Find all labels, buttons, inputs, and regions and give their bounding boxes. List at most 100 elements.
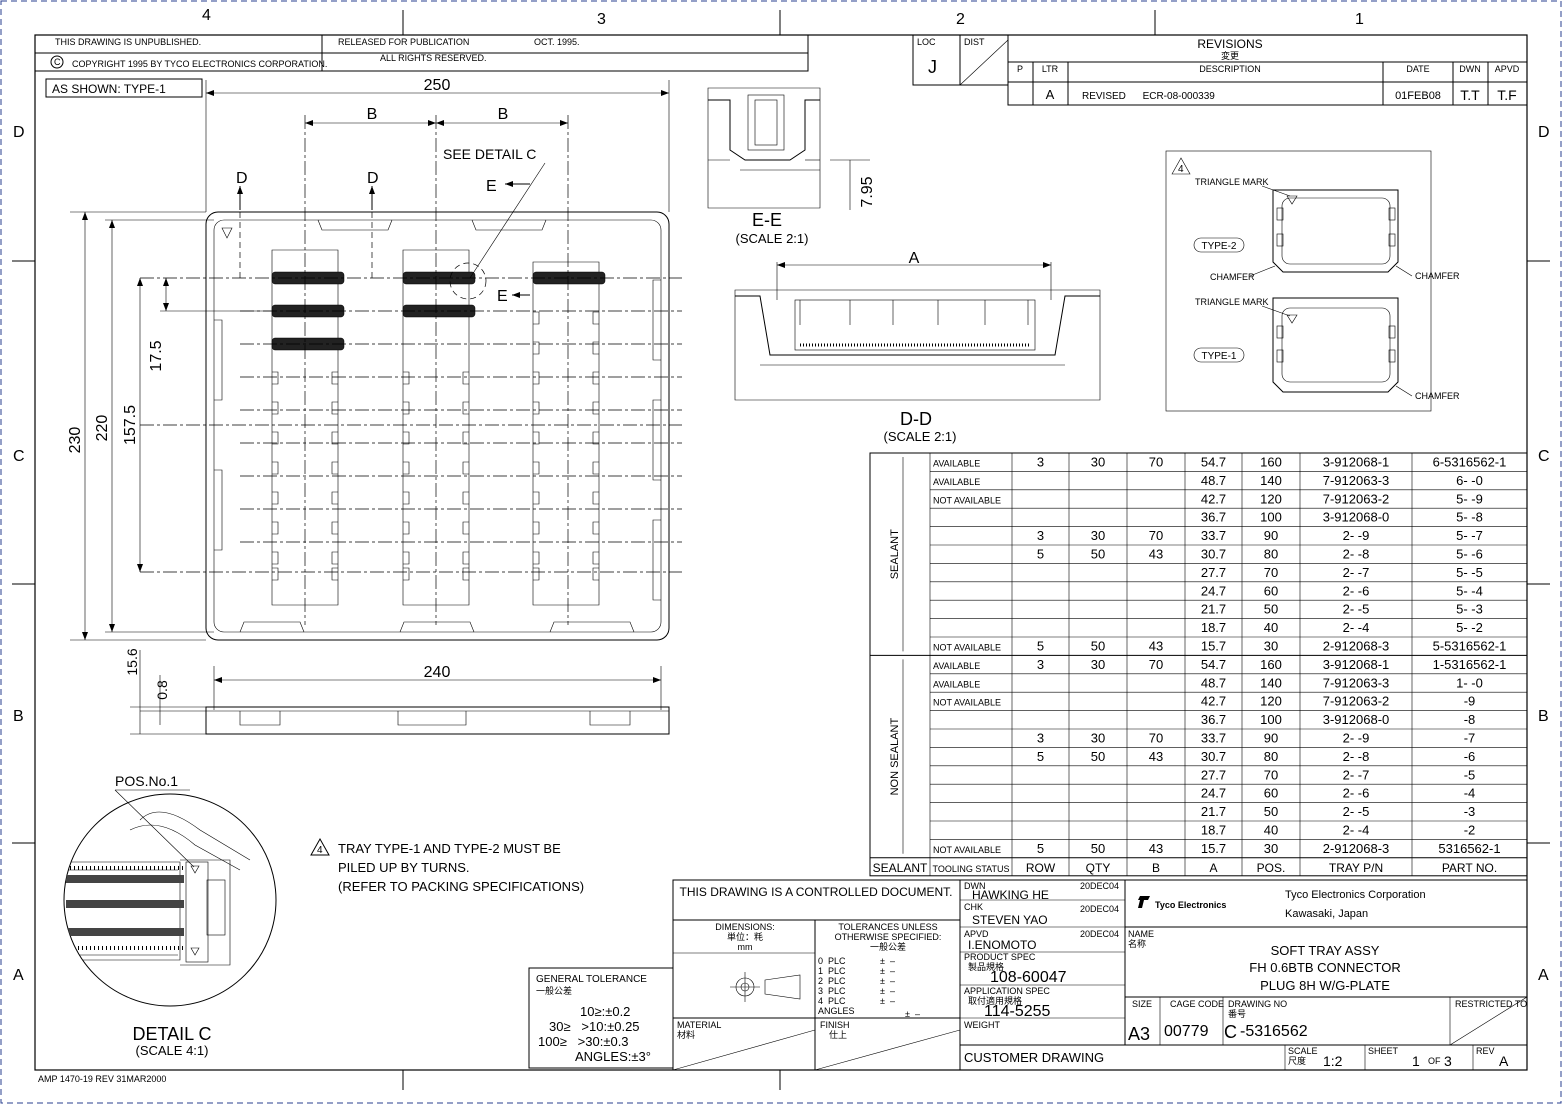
table-cell: 5	[1037, 547, 1044, 562]
dimensions-label: DIMENSIONS:	[715, 922, 775, 932]
apvd-label: APVD	[964, 929, 989, 939]
table-cell: 30	[1091, 657, 1105, 672]
zone-side-a-right: A	[1538, 967, 1549, 984]
table-cell: 2- -8	[1343, 749, 1370, 764]
controlled-doc-text: THIS DRAWING IS A CONTROLLED DOCUMENT.	[680, 885, 953, 899]
detail-c-title: DETAIL C	[132, 1024, 211, 1044]
table-cell: 30	[1091, 731, 1105, 746]
see-detail-c: SEE DETAIL C	[443, 146, 536, 162]
type-2-outline	[1272, 189, 1399, 273]
table-cell: AVAILABLE	[933, 459, 980, 469]
tolerances-label-jp: 一般公差	[870, 941, 906, 952]
table-cell: 70	[1149, 528, 1163, 543]
table-cell: 70	[1149, 657, 1163, 672]
table-cell: 70	[1264, 565, 1278, 580]
dim-230: 230	[67, 427, 84, 454]
type-1-badge	[1193, 347, 1245, 363]
table-cell: 33.7	[1201, 731, 1226, 746]
type-box-flag	[1171, 157, 1191, 175]
table-cell: 50	[1091, 547, 1105, 562]
table-cell: 2- -5	[1343, 804, 1370, 819]
sheet-total: 3	[1444, 1053, 1452, 1069]
general-tolerance-title: GENERAL TOLERANCE	[536, 974, 647, 985]
table-cell: 50	[1264, 602, 1278, 617]
product-spec-label-jp: 製品規格	[968, 961, 1004, 972]
table-cell: 2- -7	[1343, 767, 1370, 782]
note-4-line-1: TRAY TYPE-1 AND TYPE-2 MUST BE	[338, 841, 561, 856]
table-cell: 43	[1149, 547, 1163, 562]
table-cell: 6- -0	[1456, 473, 1483, 488]
tolerance-line-4: ANGLES:±3°	[575, 1049, 651, 1064]
type-1-label: TYPE-1	[1201, 351, 1236, 362]
table-header: SEALANT	[873, 861, 928, 875]
table-cell: 33.7	[1201, 528, 1226, 543]
name-label-jp: 名称	[1128, 938, 1146, 949]
plc-4-tol: ± –	[880, 996, 895, 1006]
table-cell: 40	[1264, 823, 1278, 838]
table-cell: 7-912063-2	[1323, 491, 1390, 506]
section-arrows	[237, 162, 546, 300]
table-cell: -3	[1464, 804, 1476, 819]
part-name-line-2: FH 0.6BTB CONNECTOR	[1249, 960, 1400, 975]
table-cell: 70	[1149, 455, 1163, 470]
as-shown-box	[45, 78, 203, 98]
pocket-columns	[271, 249, 600, 606]
rev-label: REV	[1476, 1046, 1495, 1056]
table-cell: 160	[1260, 657, 1282, 672]
table-header: POS.	[1257, 861, 1286, 875]
table-cell: -6	[1464, 749, 1476, 764]
zone-side-b-right: B	[1538, 708, 1549, 725]
part-name-line-1: SOFT TRAY ASSY	[1271, 943, 1380, 958]
table-cell: 2- -4	[1343, 620, 1370, 635]
cage-code-label: CAGE CODE	[1170, 999, 1224, 1009]
table-cell: 160	[1260, 455, 1282, 470]
table-cell: 21.7	[1201, 602, 1226, 617]
zone-side-d-left: D	[13, 124, 25, 141]
table-cell: 2- -7	[1343, 565, 1370, 580]
unpublished-text: THIS DRAWING IS UNPUBLISHED.	[55, 37, 201, 47]
rev-header-dwn: DWN	[1459, 64, 1481, 74]
plc-4: 4 PLC	[818, 996, 846, 1006]
rev-row-apvd: T.F	[1497, 87, 1516, 103]
type-box-flag-num: 4	[1178, 164, 1184, 175]
table-cell: -7	[1464, 731, 1476, 746]
plc-2: 2 PLC	[818, 976, 846, 986]
pocket-notches	[272, 311, 599, 581]
scale-label: SCALE	[1288, 1046, 1318, 1056]
finish-label: FINISH	[820, 1020, 850, 1030]
app-spec-label: APPLICATION SPEC	[964, 986, 1050, 996]
table-cell: 2- -5	[1343, 602, 1370, 617]
table-cell: 30	[1091, 528, 1105, 543]
tray-side-view	[130, 650, 670, 735]
company-logo-text: Tyco Electronics	[1155, 900, 1226, 910]
table-cell: -8	[1464, 712, 1476, 727]
zone-top-2: 2	[956, 11, 965, 28]
section-d-d-dim-a: A	[909, 250, 920, 267]
company-city: Kawasaki, Japan	[1285, 908, 1368, 920]
chk-date: 20DEC04	[1080, 904, 1119, 914]
table-cell: 18.7	[1201, 823, 1226, 838]
table-header: A	[1209, 861, 1217, 875]
dimensions-unit: mm	[738, 942, 753, 952]
tolerance-line-2: 30≥ >10:±0.25	[549, 1019, 640, 1034]
apvd-date: 20DEC04	[1080, 929, 1119, 939]
finish-label-jp: 仕上	[829, 1029, 847, 1040]
table-cell: 2- -9	[1343, 731, 1370, 746]
size-value: A3	[1128, 1024, 1150, 1044]
rev-row-ltr: A	[1046, 87, 1055, 102]
vertical-dimensions	[70, 211, 272, 641]
table-cell: 43	[1149, 639, 1163, 654]
table-cell: 2- -4	[1343, 823, 1370, 838]
plc-list: 0 PLC 1 PLC 2 PLC 3 PLC 4 PLC ANGLES ± –…	[818, 956, 920, 1019]
table-cell: NOT AVAILABLE	[933, 698, 1001, 708]
section-e-e-dim: 7.95	[859, 176, 876, 207]
rights-text: ALL RIGHTS RESERVED.	[380, 53, 487, 63]
table-cell: 2- -6	[1343, 786, 1370, 801]
detail-c-view	[63, 789, 277, 1007]
table-cell: 80	[1264, 749, 1278, 764]
zone-ticks	[12, 10, 1550, 1090]
table-cell: 48.7	[1201, 473, 1226, 488]
rev-header-ltr: LTR	[1042, 64, 1059, 74]
product-spec-number: 108-60047	[990, 969, 1067, 986]
rev-value: A	[1499, 1053, 1509, 1069]
